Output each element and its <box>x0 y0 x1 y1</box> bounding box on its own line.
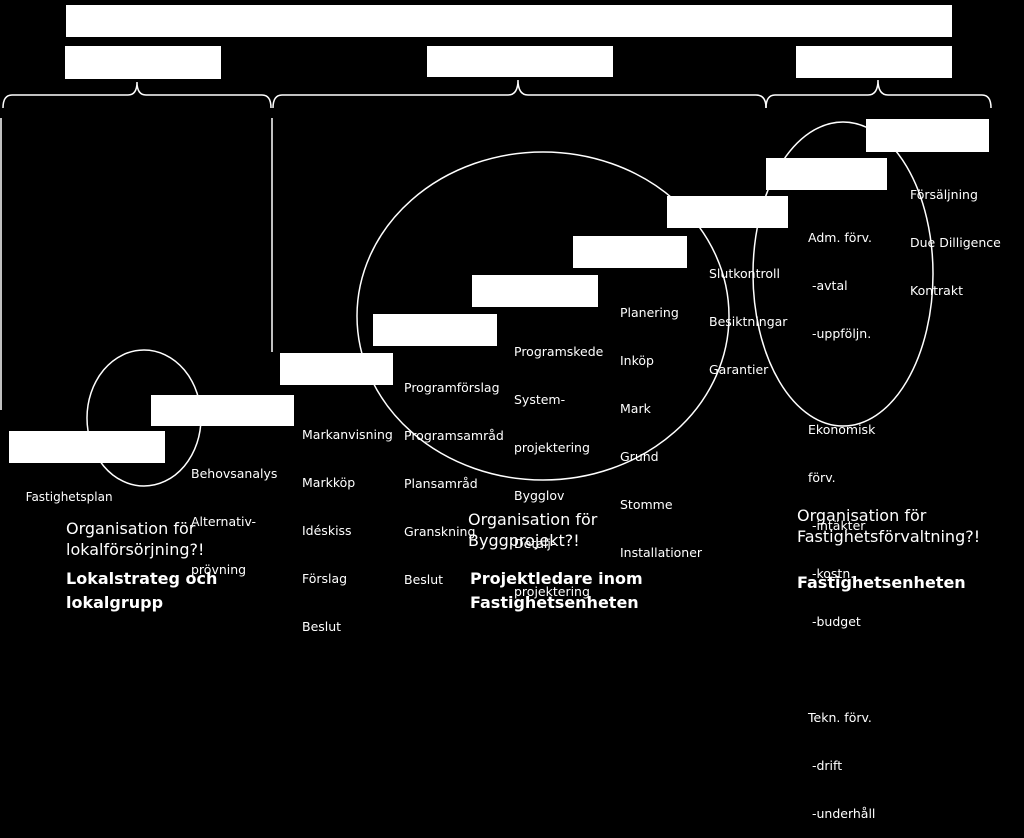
org-answer-lokalforsorjning: Lokalstrateg och lokalgrupp <box>66 569 218 612</box>
step-item: Programskede <box>514 344 604 359</box>
step-item: Programförslag <box>404 380 500 395</box>
step-item: Fastighetsplan <box>25 490 113 504</box>
header-left-box <box>65 46 221 79</box>
step-item: Bygglov <box>514 488 565 503</box>
header-middle-box <box>427 46 613 77</box>
brace-middle <box>272 79 767 109</box>
step-item: -uppföljn. <box>808 326 872 341</box>
header-main-box <box>66 5 952 37</box>
step-item: Plansamråd <box>404 476 478 491</box>
step-box-1 <box>9 431 165 463</box>
step-item: Behovsanalys <box>191 466 278 481</box>
step-item-spacer <box>808 374 875 390</box>
step-item: Besiktningar <box>709 314 788 329</box>
step-item: Stomme <box>620 497 673 512</box>
step-list-5: Programskede System- projektering Bygglo… <box>514 312 603 616</box>
step-list-4: Programförslag Programsamråd Plansamråd … <box>404 348 504 604</box>
step-list-2: Behovsanalys Alternativ- prövning <box>191 434 277 594</box>
step-item: -underhåll <box>808 806 876 821</box>
step-item: Granskning <box>404 524 476 539</box>
step-box-9 <box>866 119 989 152</box>
step-item: Beslut <box>302 619 342 634</box>
step-item: Tekn. förv. <box>808 710 872 725</box>
step-item: Förslag <box>302 571 348 586</box>
step-item: Alternativ- <box>191 514 257 529</box>
step-item: Ekonomisk <box>808 422 876 437</box>
step-item: Planering <box>620 305 679 320</box>
org-question-byggprojekt: Organisation för Byggprojekt?! <box>468 510 598 550</box>
step-item: Inköp <box>620 353 654 368</box>
step-list-1: Fastighetsplan <box>18 473 113 505</box>
step-item: Detalj- <box>514 536 556 551</box>
step-item: Markköp <box>302 475 356 490</box>
step-item-spacer <box>808 662 875 678</box>
step-item: Kontrakt <box>910 283 963 298</box>
step-item: -drift <box>808 758 843 773</box>
step-box-3 <box>280 353 393 385</box>
step-box-2 <box>151 395 294 426</box>
brace-left <box>2 81 272 109</box>
step-item: Mark <box>620 401 651 416</box>
step-item: Markanvisning <box>302 427 393 442</box>
step-item: -kostn. <box>808 566 855 581</box>
step-list-3: Markanvisning Markköp Idéskiss Förslag B… <box>302 395 393 651</box>
step-item: prövning <box>191 562 247 577</box>
step-list-9: Försäljning Due Dilligence Kontrakt <box>910 155 1001 315</box>
step-item: System- <box>514 392 566 407</box>
ellipse-forvaltning <box>752 121 934 427</box>
ellipse-byggprojekt <box>356 151 730 481</box>
header-right-box <box>796 46 952 78</box>
step-item: Due Dilligence <box>910 235 1001 250</box>
step-item: förv. <box>808 470 836 485</box>
org-question-forvaltning: Organisation för Fastighetsförvaltning?! <box>797 506 981 546</box>
step-item: -avtal <box>808 278 848 293</box>
step-item: Garantier <box>709 362 769 377</box>
step-item: Programsamråd <box>404 428 504 443</box>
brace-right <box>765 79 992 109</box>
step-item: -intäkter <box>808 518 866 533</box>
step-item: projektering <box>514 440 590 455</box>
step-box-6 <box>573 236 687 268</box>
step-item: Grund <box>620 449 659 464</box>
step-list-6: Planering Inköp Mark Grund Stomme Instal… <box>620 273 702 577</box>
step-item: Försäljning <box>910 187 978 202</box>
step-item: Installationer <box>620 545 703 560</box>
step-list-7: Slutkontroll Besiktningar Garantier <box>709 234 787 394</box>
org-answer-byggprojekt: Projektledare inom Fastighetsenheten <box>470 569 643 612</box>
step-box-8 <box>766 158 887 190</box>
org-answer-forvaltning: Fastighetsenheten <box>797 573 966 592</box>
org-question-lokalforsorjning: Organisation för lokalförsörjning?! <box>66 519 205 559</box>
step-item: Adm. förv. <box>808 230 872 245</box>
step-item: Idéskiss <box>302 523 352 538</box>
step-box-4 <box>373 314 497 346</box>
step-item: Beslut <box>404 572 444 587</box>
step-item: Slutkontroll <box>709 266 780 281</box>
step-item: projektering <box>514 584 590 599</box>
step-box-5 <box>472 275 598 307</box>
step-box-7 <box>667 196 788 228</box>
step-item: -budget <box>808 614 861 629</box>
